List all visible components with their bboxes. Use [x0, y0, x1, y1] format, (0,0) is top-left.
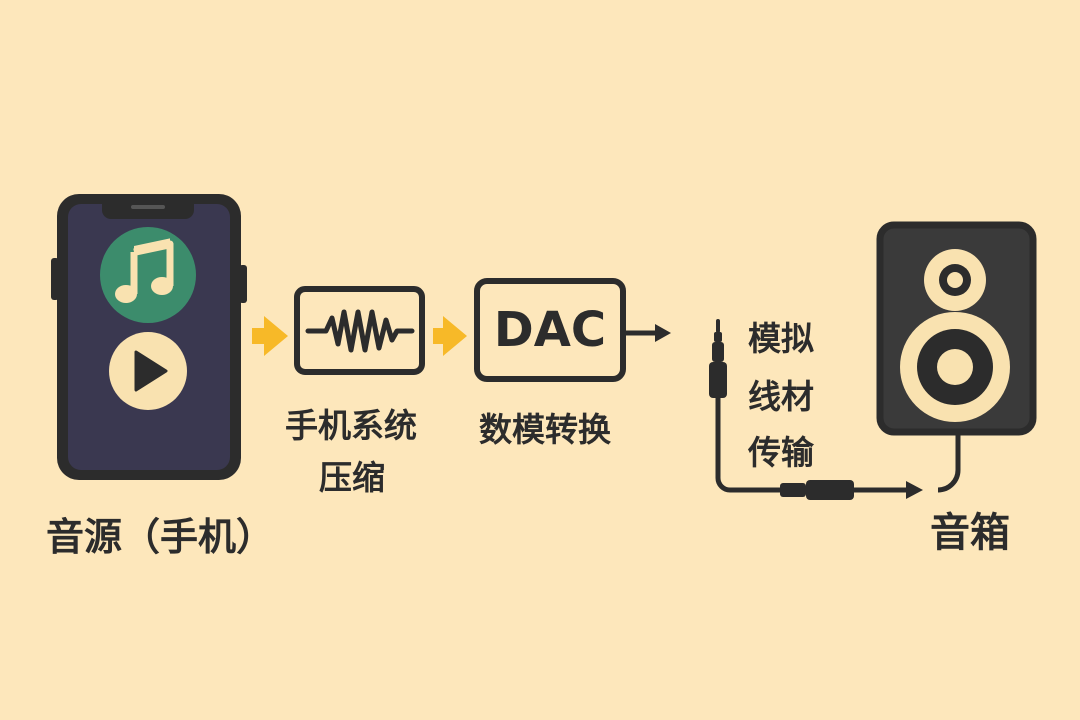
waveform-icon — [305, 309, 415, 353]
compress-label-line1: 手机系统 — [285, 406, 417, 445]
dac-box — [474, 278, 626, 382]
cable-label-line1: 模拟 — [748, 319, 814, 358]
speaker-icon — [876, 221, 1037, 493]
phone-icon — [51, 194, 247, 480]
dac-caption: 数模转换 — [479, 410, 611, 449]
arrow-2 — [433, 316, 467, 356]
play-icon — [109, 332, 187, 410]
source-label: 音源（手机） — [46, 515, 275, 559]
compression-box — [294, 286, 425, 375]
cable-label-line3: 传输 — [748, 433, 814, 472]
compress-label-line2: 压缩 — [319, 458, 385, 497]
dac-output-arrow — [623, 324, 671, 342]
dac-box-label: DAC — [493, 302, 607, 358]
audio-cable-icon — [709, 319, 923, 500]
music-note-icon — [100, 227, 196, 323]
cable-label-line2: 线材 — [748, 377, 814, 416]
arrow-1 — [252, 316, 288, 356]
speaker-label: 音箱 — [930, 510, 1010, 556]
